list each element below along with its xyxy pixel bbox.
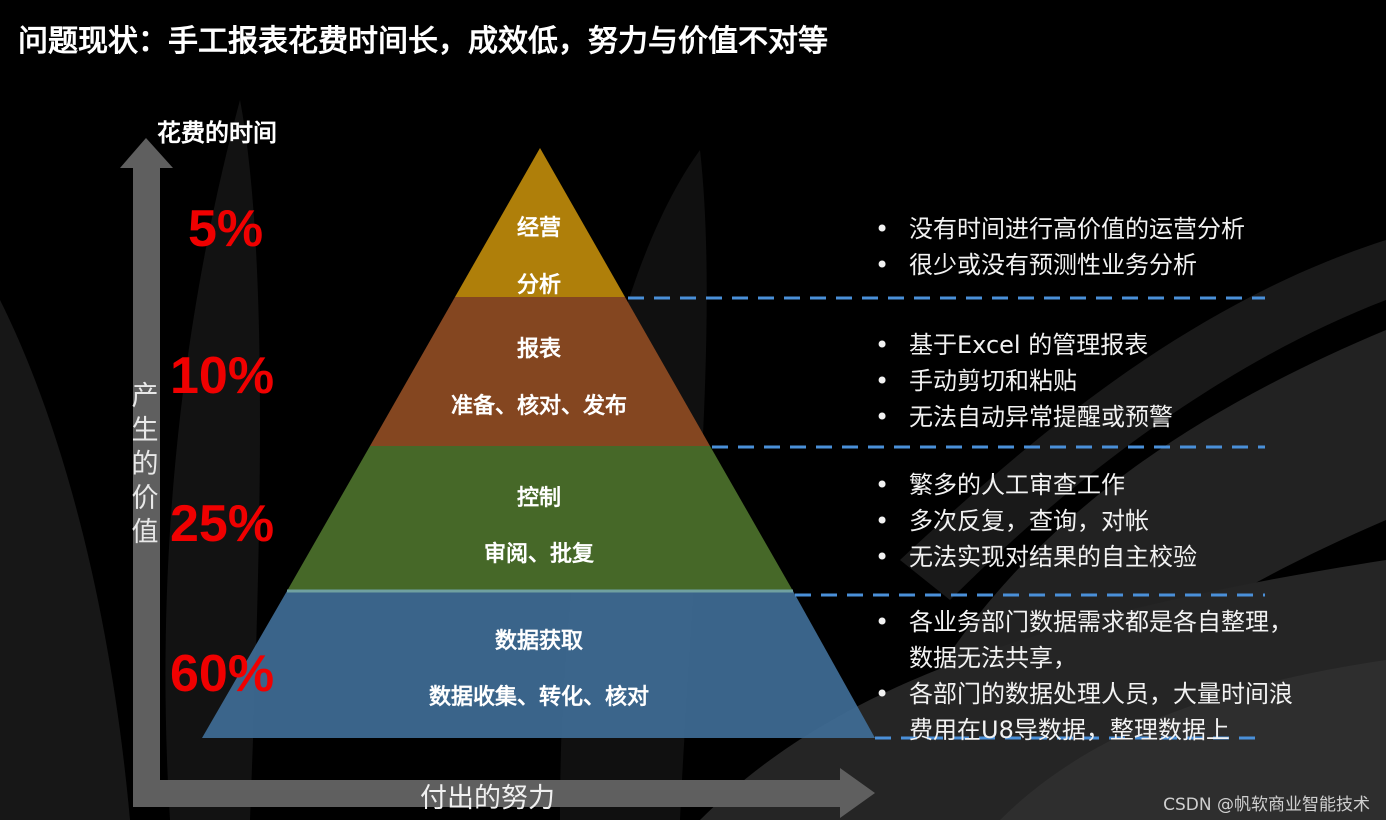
bullet-item: •各部门的数据处理人员，大量时间浪 — [875, 680, 1293, 708]
y-axis-side-label: 产生的价值 — [131, 381, 159, 548]
layer-analysis-line1: 经营 — [516, 216, 562, 241]
layer-reporting-line2: 准备、核对、发布 — [450, 394, 628, 419]
bullet-item: •各业务部门数据需求都是各自整理， — [875, 608, 1293, 636]
notes-group-control: •繁多的人工审查工作 •多次反复，查询，对帐 •无法实现对结果的自主校验 — [875, 467, 1197, 575]
layer-control-line2: 审阅、批复 — [483, 542, 595, 567]
layer-reporting-line1: 报表 — [516, 337, 562, 362]
bullet-item: •无法实现对结果的自主校验 — [875, 543, 1197, 571]
notes-group-data: •各业务部门数据需求都是各自整理， 数据无法共享， •各部门的数据处理人员，大量… — [875, 604, 1293, 748]
percent-reporting: 10% — [170, 347, 275, 405]
bullet-item: •繁多的人工审查工作 — [875, 471, 1125, 499]
layer-data-line2: 数据收集、转化、核对 — [428, 685, 650, 710]
bullet-item: •多次反复，查询，对帐 — [875, 507, 1149, 535]
bullet-item: •很少或没有预测性业务分析 — [875, 251, 1197, 279]
bullet-item-continuation: 费用在U8导数据，整理数据上 — [909, 716, 1230, 744]
notes-group-analysis: •没有时间进行高价值的运营分析 •很少或没有预测性业务分析 — [875, 211, 1245, 283]
watermark: CSDN @帆软商业智能技术 — [1163, 795, 1370, 815]
pyramid-layer-control — [287, 446, 793, 591]
bullet-item: •无法自动异常提醒或预警 — [875, 403, 1173, 431]
percent-control: 25% — [170, 495, 275, 553]
axis-arrows — [120, 138, 875, 818]
percent-data: 60% — [170, 645, 275, 703]
pyramid-layer-data — [202, 591, 875, 738]
layer-analysis-line2: 分析 — [516, 273, 562, 298]
layer-control-line1: 控制 — [516, 486, 562, 511]
notes-group-reporting: •基于Excel 的管理报表 •手动剪切和粘贴 •无法自动异常提醒或预警 — [875, 327, 1173, 435]
pyramid-layer-analysis — [455, 148, 625, 297]
y-axis-top-label: 花费的时间 — [157, 119, 277, 147]
pyramid-layer-reporting — [370, 297, 710, 446]
x-axis-label: 付出的努力 — [420, 783, 555, 814]
bullet-item: •手动剪切和粘贴 — [875, 367, 1077, 395]
dashed-dividers — [628, 296, 1265, 740]
bullet-item-continuation: 数据无法共享， — [909, 644, 1077, 672]
page-title: 问题现状：手工报表花费时间长，成效低，努力与价值不对等 — [18, 24, 828, 59]
percent-analysis: 5% — [188, 200, 264, 258]
bullet-item: •没有时间进行高价值的运营分析 — [875, 215, 1245, 243]
layer-data-line1: 数据获取 — [494, 629, 584, 654]
bullet-item: •基于Excel 的管理报表 — [875, 331, 1149, 359]
